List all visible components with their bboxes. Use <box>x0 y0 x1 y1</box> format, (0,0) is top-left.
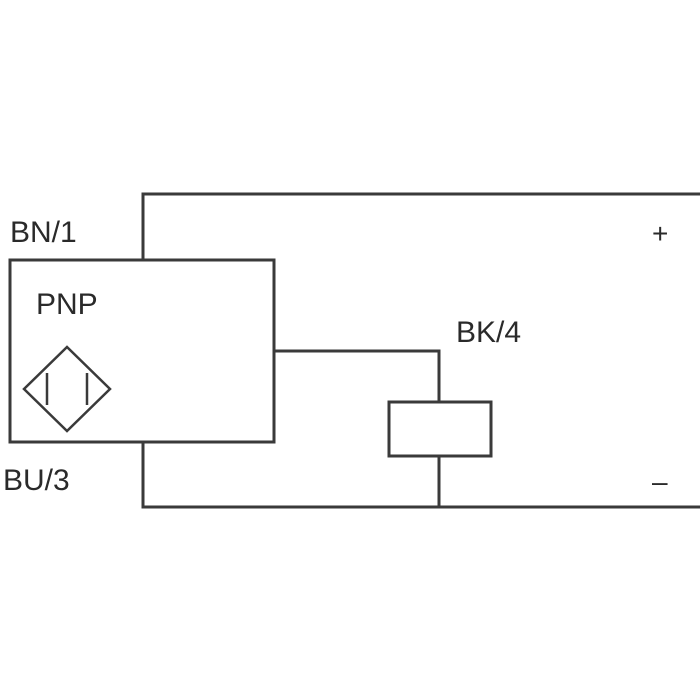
load-element <box>387 400 493 458</box>
inductive-sensor-icon <box>22 345 112 433</box>
output-wire <box>272 349 441 404</box>
black-wire-label: BK/4 <box>456 316 521 349</box>
negative-terminal-label: – <box>652 466 668 497</box>
blue-wire-label: BU/3 <box>3 464 70 497</box>
positive-terminal-label: + <box>652 218 668 249</box>
brown-wire-label: BN/1 <box>10 216 77 249</box>
sensor-housing <box>8 258 276 444</box>
sensor-type-label: PNP <box>36 288 98 321</box>
negative-supply-wire <box>141 440 700 509</box>
positive-supply-wire <box>141 192 700 262</box>
